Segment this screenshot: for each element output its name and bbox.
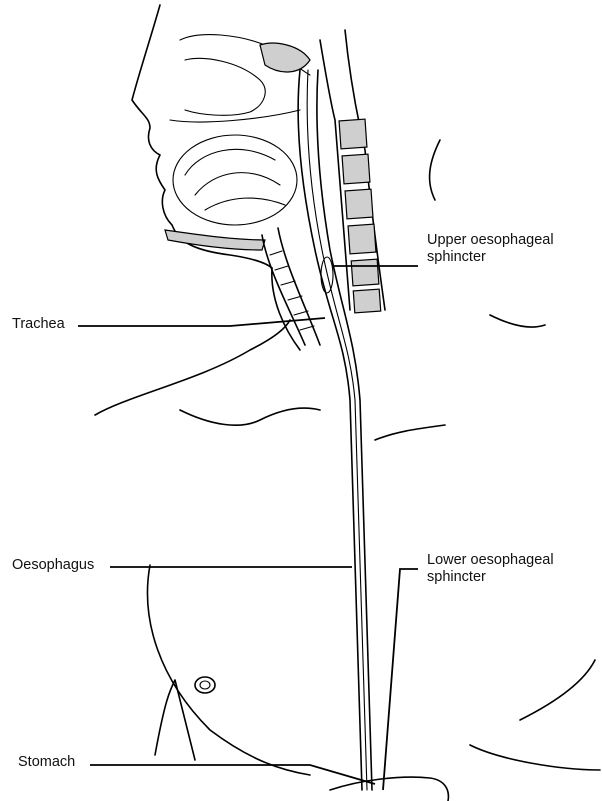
body-outline <box>94 139 601 801</box>
label-line: sphincter <box>427 249 486 265</box>
label-stomach: Stomach <box>18 754 76 770</box>
label-lower-oesophageal-sphincter: Lower oesophageal sphincter <box>427 552 554 586</box>
label-trachea: Trachea <box>12 316 65 332</box>
leader-lines <box>78 265 418 791</box>
leader-trachea <box>78 317 326 327</box>
label-upper-oesophageal-sphincter: Upper oesophageal sphincter <box>427 232 554 266</box>
leader-lower-sphincter <box>382 568 418 791</box>
trachea <box>261 227 321 346</box>
spine <box>319 29 386 314</box>
leader-stomach <box>90 764 376 785</box>
label-line: Upper oesophageal <box>427 232 554 248</box>
label-line: Lower oesophageal <box>427 552 554 568</box>
label-line: sphincter <box>427 569 486 585</box>
label-oesophagus: Oesophagus <box>12 557 95 573</box>
oesophagus-tube <box>297 69 373 791</box>
